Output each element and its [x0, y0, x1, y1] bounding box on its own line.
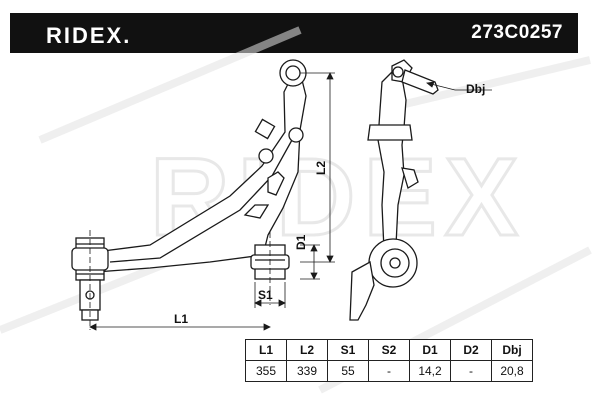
d1-label: D1	[294, 234, 308, 250]
spec-header-cell: S2	[368, 339, 410, 361]
spec-table-header-row: L1 L2 S1 S2 D1 D2 Dbj	[245, 339, 533, 361]
bolt-nut	[258, 148, 274, 164]
spec-header-cell: D1	[409, 339, 451, 361]
spec-value-cell: 14,2	[409, 360, 451, 382]
arm-body	[94, 79, 307, 273]
brand-logo-text: RIDEX.	[46, 23, 132, 48]
spec-header-cell: S1	[327, 339, 369, 361]
ball-joint-center	[392, 66, 404, 78]
spec-header-cell: Dbj	[491, 339, 533, 361]
l1-arrows	[89, 323, 271, 331]
side-lower-leg	[349, 260, 375, 321]
arm-rib-line	[109, 139, 293, 263]
ball-joint-stud	[401, 69, 439, 95]
spec-value-cell: 339	[286, 360, 328, 382]
watermark-stroke	[38, 26, 302, 144]
l2-arrows	[326, 72, 334, 263]
bolt-head	[254, 118, 276, 140]
l1-label: L1	[174, 312, 188, 326]
part-number: 273C0257	[471, 22, 563, 43]
spec-table-value-row: 355 339 55 - 14,2 - 20,8	[245, 360, 533, 382]
control-arm-side-view	[349, 59, 439, 321]
l2-label: L2	[314, 161, 328, 175]
spec-table: L1 L2 S1 S2 D1 D2 Dbj 355 339 55 - 14,2 …	[245, 339, 533, 382]
dbj-arrow	[426, 81, 435, 88]
watermark-stroke	[379, 56, 591, 114]
s1-label: S1	[258, 288, 273, 302]
side-bracket	[401, 167, 419, 189]
lower-bushing-hole	[389, 257, 401, 269]
side-band	[367, 124, 413, 141]
spec-value-cell: -	[368, 360, 410, 382]
arm-slot	[267, 171, 285, 196]
d1-arrows	[310, 244, 318, 280]
spec-value-cell: 55	[327, 360, 369, 382]
dimension-lines	[89, 72, 335, 331]
spec-value-cell: 20,8	[491, 360, 533, 382]
spec-value-cell: 355	[245, 360, 287, 382]
spec-header-cell: L1	[245, 339, 287, 361]
arm-slot	[243, 204, 270, 219]
s1-arrows	[254, 299, 286, 307]
spec-header-cell: D2	[450, 339, 492, 361]
dbj-label: Dbj	[466, 82, 485, 96]
bolt-nut	[288, 127, 304, 143]
side-arm-body	[377, 71, 407, 251]
dbj-callout	[426, 81, 492, 91]
header-bar: RIDEX. 273C0257	[10, 13, 578, 53]
spec-value-cell: -	[450, 360, 492, 382]
spec-header-cell: L2	[286, 339, 328, 361]
upper-bushing-hole	[285, 65, 301, 81]
